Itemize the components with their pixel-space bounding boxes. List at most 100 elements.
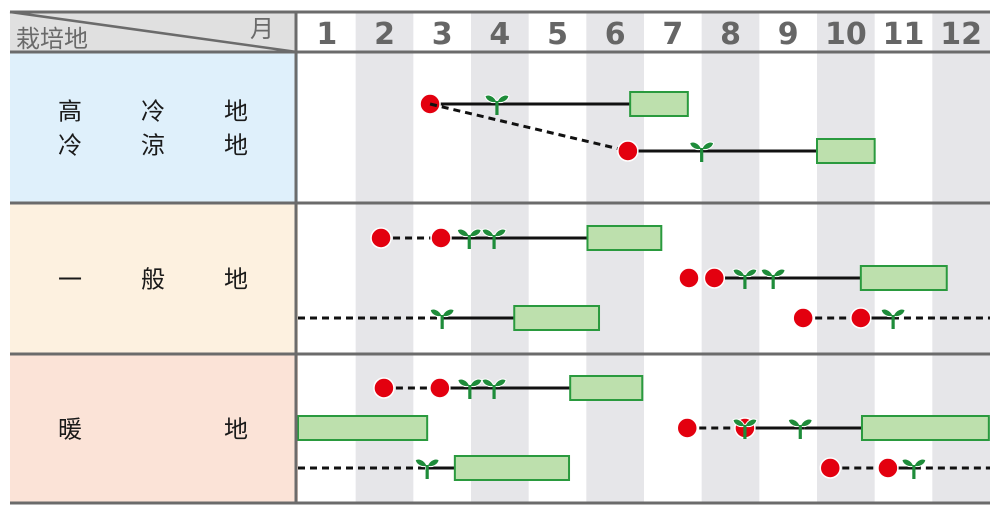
harvest-period-box [860,415,990,441]
month-stripe-6 [586,12,644,503]
harvest-period-box [513,305,601,331]
sprout-stem [425,465,429,479]
sprout-leaves [484,94,510,104]
month-stripe-4 [471,12,529,503]
planting-sprout-icon [414,458,440,479]
sprout-stem [743,425,747,439]
region-label-cold-char: 地 [224,98,248,126]
planting-sprout-icon [732,418,758,439]
planting-sprout-icon [481,378,507,399]
region-cell-general [10,203,298,354]
sprout-stem [771,275,775,289]
region-label-warm-char: 暖 [58,416,82,444]
sprout-leaves [689,141,715,151]
sprout-stem [891,315,895,329]
planting-sprout-icon [760,268,786,289]
planting-sprout-icon [689,141,715,162]
month-label-2: 2 [374,17,395,52]
sprout-leaves [481,228,507,238]
region-label-cold-char: 冷 [58,132,82,160]
sowing-circle-icon [430,227,452,249]
planting-sprout-icon [732,268,758,289]
sowing-circle-icon [819,457,842,479]
sprout-leaves [732,268,758,278]
sowing-circle-icon [792,307,814,329]
sprout-leaves [481,378,507,388]
sprout-leaves [414,458,440,468]
month-label-5: 5 [547,17,568,52]
planting-sprout-icon [787,418,813,439]
sprout-leaves [787,418,813,428]
month-label-8: 8 [720,17,741,52]
header-diagonal-line [9,10,298,54]
sprout-stem [440,315,444,329]
sprout-stem [468,385,472,399]
region-cell-cold [10,52,298,203]
sowing-circle-icon [617,140,639,162]
harvest-period-box [297,415,429,441]
header-row: 栽培地 月 [9,10,298,54]
sprout-leaves [901,458,927,468]
region-cell-warm [10,354,298,503]
sprout-leaves [732,418,758,428]
sowing-circle-icon [850,307,872,329]
sprout-stem [492,235,496,249]
month-label-3: 3 [432,17,453,52]
planting-sprout-icon [484,94,510,115]
month-label-10: 10 [825,17,867,52]
sowing-circle-icon [678,267,700,289]
sowing-circle-icon [429,377,451,399]
harvest-period-box [629,91,689,117]
header-region-label: 栽培地 [16,25,88,53]
sprout-leaves [456,228,482,238]
grid-lines [10,10,990,505]
harvest-period-box [453,455,571,481]
planting-sprout-icon [456,228,482,249]
sprout-leaves [429,308,455,318]
nursery-dashed-line [429,102,629,153]
harvest-period-box [859,265,948,291]
header-month-label: 月 [250,15,274,43]
region-label-general-char: 地 [224,266,248,294]
planting-sprout-icon [481,228,507,249]
sowing-circle-icon [877,457,899,479]
sprout-stem [743,275,747,289]
schedule-marks [297,91,990,481]
region-label-cold-char: 涼 [141,132,165,160]
sowing-circle-icon [676,417,698,439]
harvest-period-box [816,138,876,164]
region-label-cold-char: 冷 [141,98,165,126]
harvest-period-box [569,375,644,401]
month-label-11: 11 [883,17,925,52]
sprout-leaves [880,308,906,318]
planting-sprout-icon [880,308,906,329]
planting-sprout-icon [429,308,455,329]
region-label-cold-char: 地 [224,132,248,160]
sprout-stem [467,235,471,249]
sprout-stem [912,465,916,479]
harvest-period-box [586,225,663,251]
month-label-1: 1 [316,17,337,52]
sprout-stem [700,148,704,162]
region-label-general-char: 般 [141,266,165,294]
sprout-stem [492,385,496,399]
sprout-leaves [760,268,786,278]
month-label-6: 6 [605,17,626,52]
region-labels: 高冷地冷涼地一般地暖地 [58,98,248,444]
planting-sprout-icon [901,458,927,479]
month-label-4: 4 [489,17,510,52]
sowing-circle-icon [703,267,726,289]
month-label-7: 7 [662,17,683,52]
sowing-circle-icon [370,227,392,249]
region-label-cold-char: 高 [58,98,82,126]
background-layer [10,12,990,503]
sprout-stem [798,425,802,439]
month-label-12: 12 [940,17,982,52]
month-label-9: 9 [778,17,799,52]
region-label-general-char: 一 [58,266,82,294]
region-label-warm-char: 地 [224,416,248,444]
sprout-stem [495,101,499,115]
sowing-circle-icon [373,377,395,399]
